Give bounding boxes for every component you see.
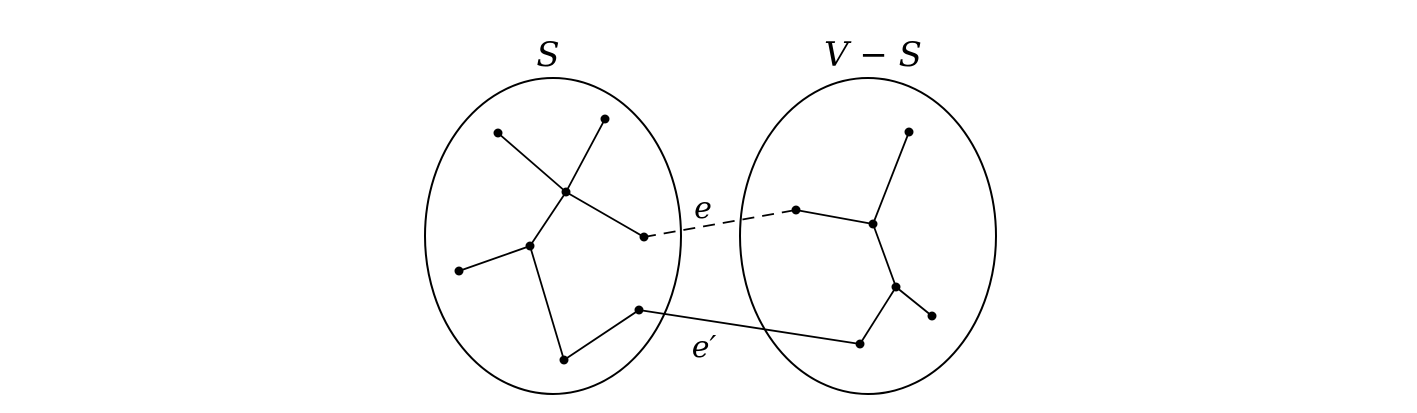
set-v-minus-s-boundary <box>739 77 997 395</box>
edge-a3-a5 <box>529 191 567 247</box>
vertex-a5 <box>525 241 535 251</box>
edge-a8-b6 <box>638 309 861 345</box>
edge-b3-b4 <box>872 223 897 288</box>
edge-b4-b6 <box>859 286 897 345</box>
set-v-minus-s-label: V − S <box>824 35 922 75</box>
vertex-b2 <box>791 205 801 215</box>
edge-a1-a3 <box>497 132 567 193</box>
vertex-a7 <box>559 355 569 365</box>
vertex-a4 <box>639 232 649 242</box>
edge-a2-a3 <box>565 118 606 193</box>
edges-layer <box>458 118 933 361</box>
nodes-layer <box>454 114 937 365</box>
edge-a6-a5 <box>458 245 531 272</box>
edge-a5-a7 <box>529 245 565 361</box>
vertex-b5 <box>927 311 937 321</box>
edge-b2-b3 <box>795 209 874 225</box>
edge-b4-b5 <box>895 286 933 317</box>
set-s-label: S <box>536 35 559 75</box>
vertex-a6 <box>454 266 464 276</box>
vertex-a8 <box>634 305 644 315</box>
edge-label-e: e <box>694 191 712 226</box>
edge-a3-a4 <box>565 191 645 238</box>
edge-label-e-prime: e′ <box>692 330 717 365</box>
edge-a4-b2 <box>643 209 797 238</box>
vertex-b1 <box>904 127 914 137</box>
vertex-a1 <box>493 128 503 138</box>
vertex-a3 <box>561 187 571 197</box>
vertex-b4 <box>891 282 901 292</box>
set-s-boundary <box>424 77 682 395</box>
edge-a7-a8 <box>563 309 640 361</box>
vertex-b3 <box>868 219 878 229</box>
vertex-b6 <box>855 339 865 349</box>
vertex-a2 <box>600 114 610 124</box>
edge-b1-b3 <box>872 131 910 225</box>
